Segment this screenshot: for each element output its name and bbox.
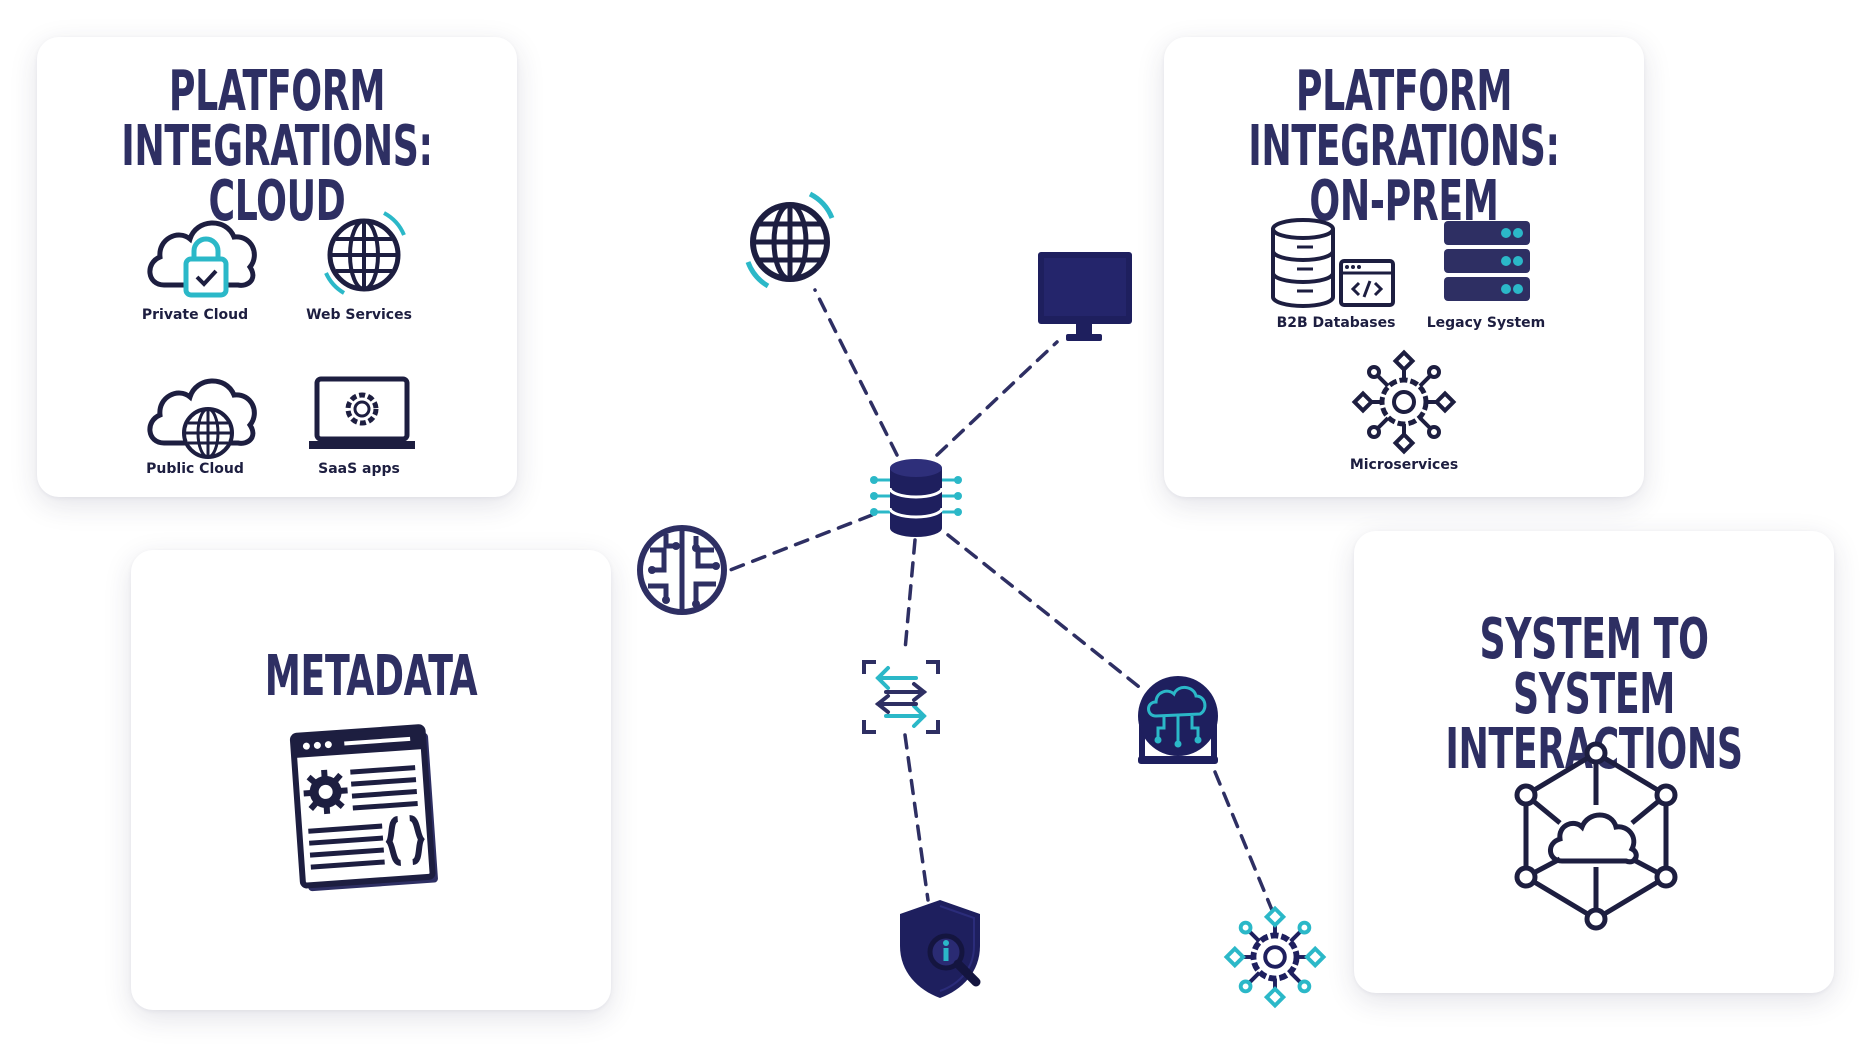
metadata-title: METADATA: [264, 644, 478, 709]
onprem-title-line2: INTEGRATIONS: ON-PREM: [1248, 113, 1560, 234]
public-cloud-label: Public Cloud: [146, 461, 244, 477]
system-interactions-card: SYSTEM TO SYSTEM INTERACTIONS: [1354, 531, 1834, 993]
connector-hub-transfer: [903, 538, 917, 652]
connector-hub-globe: [813, 288, 899, 457]
private-cloud-label: Private Cloud: [141, 307, 249, 323]
cloud-title-line1: PLATFORM: [168, 59, 386, 124]
circuit-brain-icon: [636, 520, 728, 618]
saas-apps-label: SaaS apps: [318, 461, 400, 477]
metadata-card: METADATA: [131, 550, 611, 1010]
saas-apps-icon: [307, 375, 417, 455]
connector-cloudscreen-gear: [1213, 770, 1274, 912]
public-cloud-icon: [142, 367, 262, 467]
database-hub-icon: [870, 458, 962, 540]
transfer-arrows-icon: [860, 658, 942, 736]
security-shield-icon: [896, 898, 990, 1002]
connector-transfer-shield: [903, 733, 930, 902]
b2b-databases-label: B2B Databases: [1276, 315, 1396, 331]
b2b-databases-icon: [1269, 217, 1399, 312]
onprem-title-line1: PLATFORM: [1295, 59, 1513, 124]
metadata-document-icon: [289, 724, 443, 895]
connector-hub-monitor: [935, 340, 1059, 457]
web-services-icon: [322, 209, 412, 299]
connector-hub-cloudscreen: [946, 533, 1145, 692]
cloud-network-screen-icon: [1132, 672, 1224, 776]
gear-network-icon: [1223, 905, 1327, 1009]
legacy-system-icon: [1442, 219, 1534, 305]
cloud-integrations-card: PLATFORM INTEGRATIONS: CLOUD Private Clo…: [37, 37, 517, 497]
microservices-icon: [1351, 349, 1457, 455]
cloud-title-line2: INTEGRATIONS: CLOUD: [121, 113, 433, 234]
onprem-card-title: PLATFORM INTEGRATIONS: ON-PREM: [1231, 59, 1577, 234]
system-title-line1: SYSTEM TO SYSTEM: [1479, 607, 1709, 727]
microservices-label: Microservices: [1349, 457, 1459, 473]
web-services-label: Web Services: [306, 307, 412, 323]
globe-icon: [745, 190, 838, 292]
cloud-card-title: PLATFORM INTEGRATIONS: CLOUD: [104, 59, 450, 234]
private-cloud-icon: [142, 205, 262, 305]
cloud-network-hex-icon: [1514, 741, 1678, 931]
onprem-integrations-card: PLATFORM INTEGRATIONS: ON-PREM B2B Datab…: [1164, 37, 1644, 497]
connector-hub-brain: [723, 513, 874, 574]
legacy-system-label: Legacy System: [1426, 315, 1546, 331]
monitor-icon: [1036, 250, 1134, 346]
